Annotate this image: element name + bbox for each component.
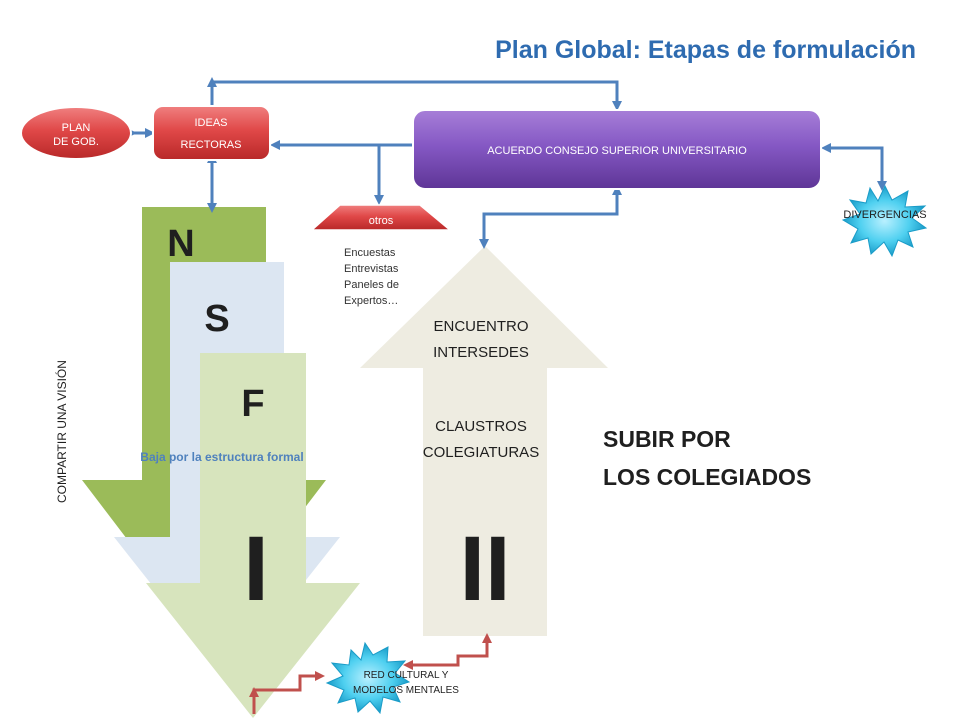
connector-ideas-to-acuerdo <box>210 80 622 111</box>
otros-node: otros <box>310 204 453 231</box>
red-cultural-line-1: RED CULTURAL Y <box>364 670 449 681</box>
formal-structure-caption: Baja por la estructura formal <box>140 450 303 464</box>
down-arrow-f <box>146 353 360 718</box>
red-cultural-node: RED CULTURAL Y MODELOS MENTALES <box>325 641 459 715</box>
ideas-rectoras-line-1: IDEAS <box>194 117 227 129</box>
plan-gob-line-2: DE GOB. <box>53 136 99 148</box>
stage-one-label: I <box>243 518 269 620</box>
connector-up-arrow-to-acuerdo <box>482 185 622 238</box>
plan-gob-node: PLAN DE GOB. <box>20 106 132 160</box>
divergencias-burst-icon <box>841 184 928 258</box>
otros-label: otros <box>369 215 394 227</box>
ideas-rectoras-line-2: RECTORAS <box>181 139 242 151</box>
s-label: S <box>204 298 229 340</box>
up-arrow-colegiados <box>360 246 608 636</box>
red-cultural-burst-icon <box>325 641 411 715</box>
stage-two-label: II <box>459 518 510 620</box>
n-label: N <box>167 223 194 265</box>
subir-line-1: SUBIR POR <box>603 426 731 452</box>
acuerdo-consejo-node: ACUERDO CONSEJO SUPERIOR UNIVERSITARIO <box>412 109 822 190</box>
divergencias-label: DIVERGENCIAS <box>843 209 926 221</box>
connector-acuerdo-to-divergencias <box>826 146 887 191</box>
page-title: Plan Global: Etapas de formulación <box>495 36 916 64</box>
encuentro-line-1: ENCUENTRO <box>433 318 528 335</box>
otros-item-4: Expertos… <box>344 295 398 307</box>
acuerdo-consejo-label: ACUERDO CONSEJO SUPERIOR UNIVERSITARIO <box>487 145 747 157</box>
f-label: F <box>241 383 264 425</box>
red-cultural-line-2: MODELOS MENTALES <box>353 685 459 696</box>
plan-gob-line-1: PLAN <box>62 122 91 134</box>
compartir-vision-label: COMPARTIR UNA VISIÓN <box>54 360 69 503</box>
connector-acuerdo-to-ideas <box>374 143 412 205</box>
claustros-line-1: CLAUSTROS <box>435 418 527 435</box>
ideas-rectoras-node: IDEAS RECTORAS <box>152 105 271 161</box>
subir-line-2: LOS COLEGIADOS <box>603 464 811 490</box>
otros-item-2: Entrevistas <box>344 263 399 275</box>
otros-item-3: Paneles de <box>344 279 399 291</box>
claustros-line-2: COLEGIATURAS <box>423 444 539 461</box>
encuentro-line-2: INTERSEDES <box>433 344 529 361</box>
otros-item-1: Encuestas <box>344 247 396 259</box>
divergencias-node: DIVERGENCIAS <box>841 184 928 258</box>
connector-red-right <box>408 633 492 667</box>
